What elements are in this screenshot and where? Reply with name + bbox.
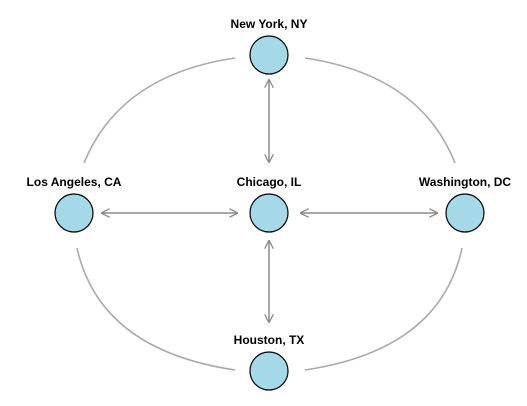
curve-washington-houston <box>304 247 463 371</box>
label-new-york: New York, NY <box>230 17 308 31</box>
node-los-angeles[interactable] <box>54 193 94 233</box>
label-houston: Houston, TX <box>233 333 305 347</box>
curve-new-york-los-angeles <box>83 57 236 164</box>
label-chicago: Chicago, IL <box>236 175 302 189</box>
node-washington[interactable] <box>445 193 485 233</box>
node-chicago[interactable] <box>249 193 289 233</box>
node-houston[interactable] <box>249 351 289 391</box>
label-washington: Washington, DC <box>418 175 512 189</box>
label-los-angeles: Los Angeles, CA <box>26 175 122 189</box>
curve-los-angeles-houston <box>76 247 236 371</box>
curve-new-york-washington <box>304 57 456 164</box>
node-new-york[interactable] <box>249 35 289 75</box>
